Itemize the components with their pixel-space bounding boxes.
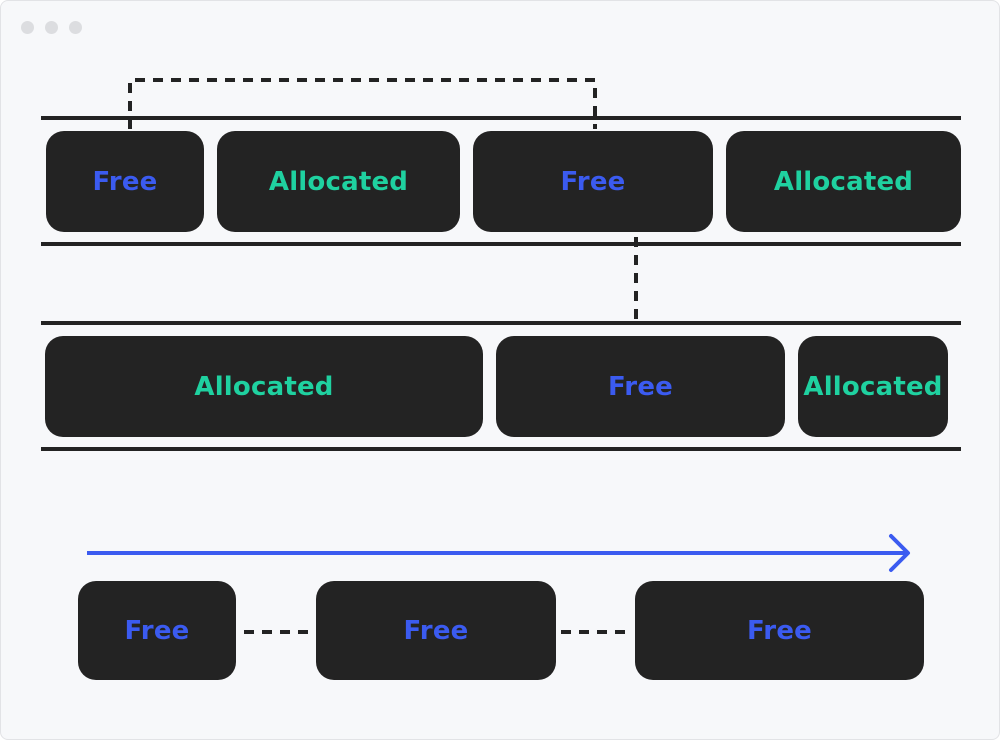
memory-rail-bottom-row2: [41, 447, 961, 451]
free-list-node: Free: [78, 581, 236, 680]
direction-arrow-head: [889, 534, 910, 572]
free-list-node: Free: [635, 581, 924, 680]
allocated-block: Allocated: [217, 131, 460, 232]
free-block: Free: [496, 336, 785, 437]
memory-rail-top-row1: [41, 116, 961, 120]
free-link-connector: [128, 78, 597, 129]
memory-rail-bottom-row1: [41, 242, 961, 246]
window-dot: [45, 21, 58, 34]
window-dot: [69, 21, 82, 34]
free-list-node: Free: [316, 581, 556, 680]
memory-rail-top-row2: [41, 321, 961, 325]
free-block: Free: [46, 131, 204, 232]
free-block: Free: [473, 131, 713, 232]
allocated-block: Allocated: [798, 336, 948, 437]
window-dot: [21, 21, 34, 34]
allocated-block: Allocated: [726, 131, 961, 232]
allocated-block: Allocated: [45, 336, 483, 437]
